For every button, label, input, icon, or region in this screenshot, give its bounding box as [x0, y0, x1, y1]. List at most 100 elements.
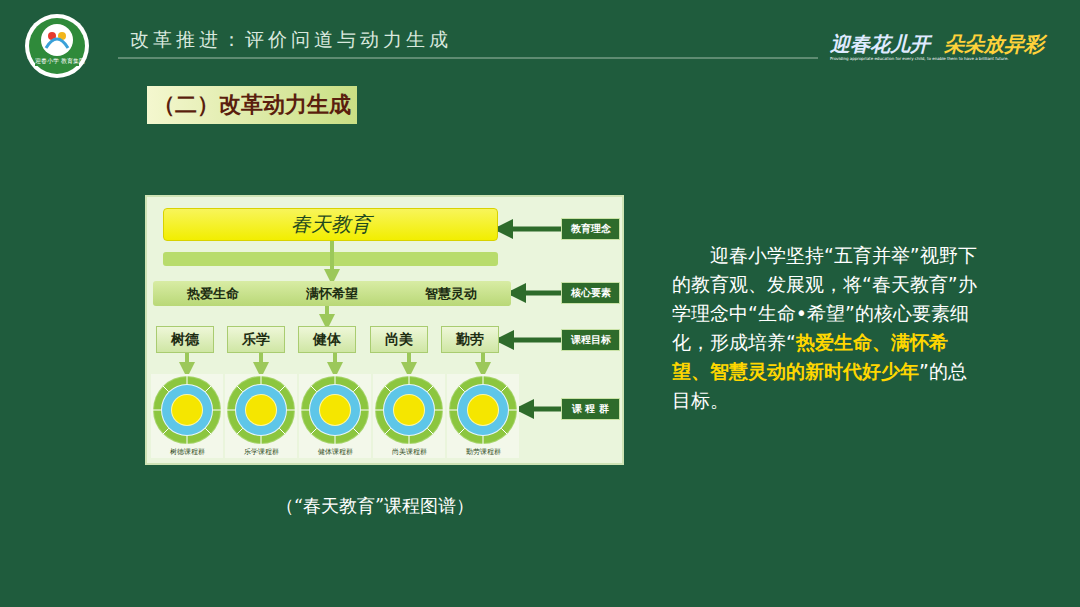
- ring-divider: [361, 410, 369, 411]
- ring: [468, 395, 498, 425]
- ring-divider: [459, 386, 465, 392]
- logo-ring: [25, 14, 89, 78]
- ring: [383, 384, 435, 436]
- level-tag: 课 程 群: [561, 398, 620, 420]
- ring: [310, 385, 360, 435]
- goal-box: 健体: [298, 326, 356, 353]
- circle-art: [373, 374, 445, 446]
- ring-divider: [287, 410, 295, 411]
- course-circle: 乐学课程群: [225, 374, 297, 458]
- slogan: 迎春花儿开: [830, 31, 930, 58]
- logo-disc: [29, 18, 85, 74]
- logo-inner: [41, 24, 73, 56]
- flow-arrow: [325, 306, 329, 326]
- ring: [309, 384, 361, 436]
- ring: [394, 395, 424, 425]
- ring: [393, 394, 425, 426]
- ring: [457, 384, 509, 436]
- logo-band: [35, 56, 79, 66]
- ring: [467, 394, 499, 426]
- ring-divider: [385, 386, 391, 392]
- ring-divider: [375, 410, 383, 411]
- ring: [162, 385, 212, 435]
- course-circle: 勤劳课程群: [447, 374, 519, 458]
- ring-divider: [409, 436, 410, 444]
- level-tag: 教育理念: [561, 218, 620, 240]
- ring: [450, 377, 516, 443]
- ring-divider: [353, 428, 359, 434]
- ring: [376, 377, 442, 443]
- node-text: 核心要素: [568, 286, 614, 300]
- course-circle: 树德课程群: [151, 374, 223, 458]
- ring: [319, 394, 351, 426]
- pointer-arrow: [519, 407, 561, 412]
- slogan: 朵朵放异彩: [944, 31, 1044, 58]
- ring: [154, 377, 220, 443]
- flow-arrow: [481, 353, 485, 374]
- ring: [228, 377, 294, 443]
- ring-divider: [449, 410, 457, 411]
- ring-divider: [409, 376, 410, 384]
- course-label: 乐学课程群: [244, 447, 279, 457]
- goal-box: 勤劳: [441, 326, 499, 353]
- ring-divider: [311, 386, 317, 392]
- ring-divider: [483, 376, 484, 384]
- node-text: 尚美: [381, 331, 417, 349]
- ring-divider: [311, 428, 317, 434]
- ring-divider: [261, 376, 262, 384]
- ring: [449, 376, 517, 444]
- header-title: 改革推进：评价问道与动力生成: [130, 27, 452, 53]
- flow-arrow: [407, 353, 411, 374]
- ring: [458, 385, 508, 435]
- ring-divider: [187, 376, 188, 384]
- ring: [227, 376, 295, 444]
- ring-divider: [509, 410, 517, 411]
- ring-divider: [205, 386, 211, 392]
- ring-divider: [427, 386, 433, 392]
- pointer-arrow: [511, 291, 561, 296]
- ring-divider: [163, 386, 169, 392]
- ring-divider: [213, 410, 221, 411]
- ring-divider: [227, 410, 235, 411]
- ring-divider: [279, 428, 285, 434]
- ring: [245, 394, 277, 426]
- ring-divider: [435, 410, 443, 411]
- ring-divider: [427, 428, 433, 434]
- ring-divider: [501, 428, 507, 434]
- core-band: 热爱生命满怀希望智慧灵动: [153, 281, 511, 306]
- ring-divider: [459, 428, 465, 434]
- concept-box: 春天教育: [163, 208, 498, 241]
- goal-box: 尚美: [370, 326, 428, 353]
- ring-divider: [261, 436, 262, 444]
- section-heading: （二）改革动力生成: [147, 86, 357, 124]
- course-circle: 健体课程群: [299, 374, 371, 458]
- circle-art: [151, 374, 223, 446]
- ring-divider: [335, 376, 336, 384]
- node-text: 树德: [167, 331, 203, 349]
- course-label: 树德课程群: [170, 447, 205, 457]
- ring-divider: [163, 428, 169, 434]
- header-rule: [118, 58, 818, 59]
- node-text: 智慧灵动: [425, 285, 477, 303]
- node-text: 勤劳: [452, 331, 488, 349]
- circle-art: [299, 374, 371, 446]
- flow-arrow: [259, 353, 263, 374]
- ring-divider: [301, 410, 309, 411]
- node-text: 课 程 群: [569, 402, 612, 416]
- logo-text: 迎春小学 教育集团: [35, 57, 79, 66]
- ring-divider: [237, 428, 243, 434]
- ring-divider: [237, 386, 243, 392]
- node-text: 乐学: [238, 331, 274, 349]
- node-text: 课程目标: [568, 333, 614, 347]
- ring: [375, 376, 443, 444]
- tagline: Providing appropriate education for ever…: [830, 56, 1060, 61]
- ring-divider: [279, 386, 285, 392]
- ring: [172, 395, 202, 425]
- node-text: 满怀希望: [306, 285, 358, 303]
- ring-divider: [187, 436, 188, 444]
- ring: [235, 384, 287, 436]
- ring-divider: [353, 386, 359, 392]
- pointer-arrow: [498, 227, 561, 232]
- ring: [153, 376, 221, 444]
- body-paragraph: 迎春小学坚持“五育并举”视野下的教育观、发展观，将“春天教育”办学理念中“生命•…: [672, 241, 978, 415]
